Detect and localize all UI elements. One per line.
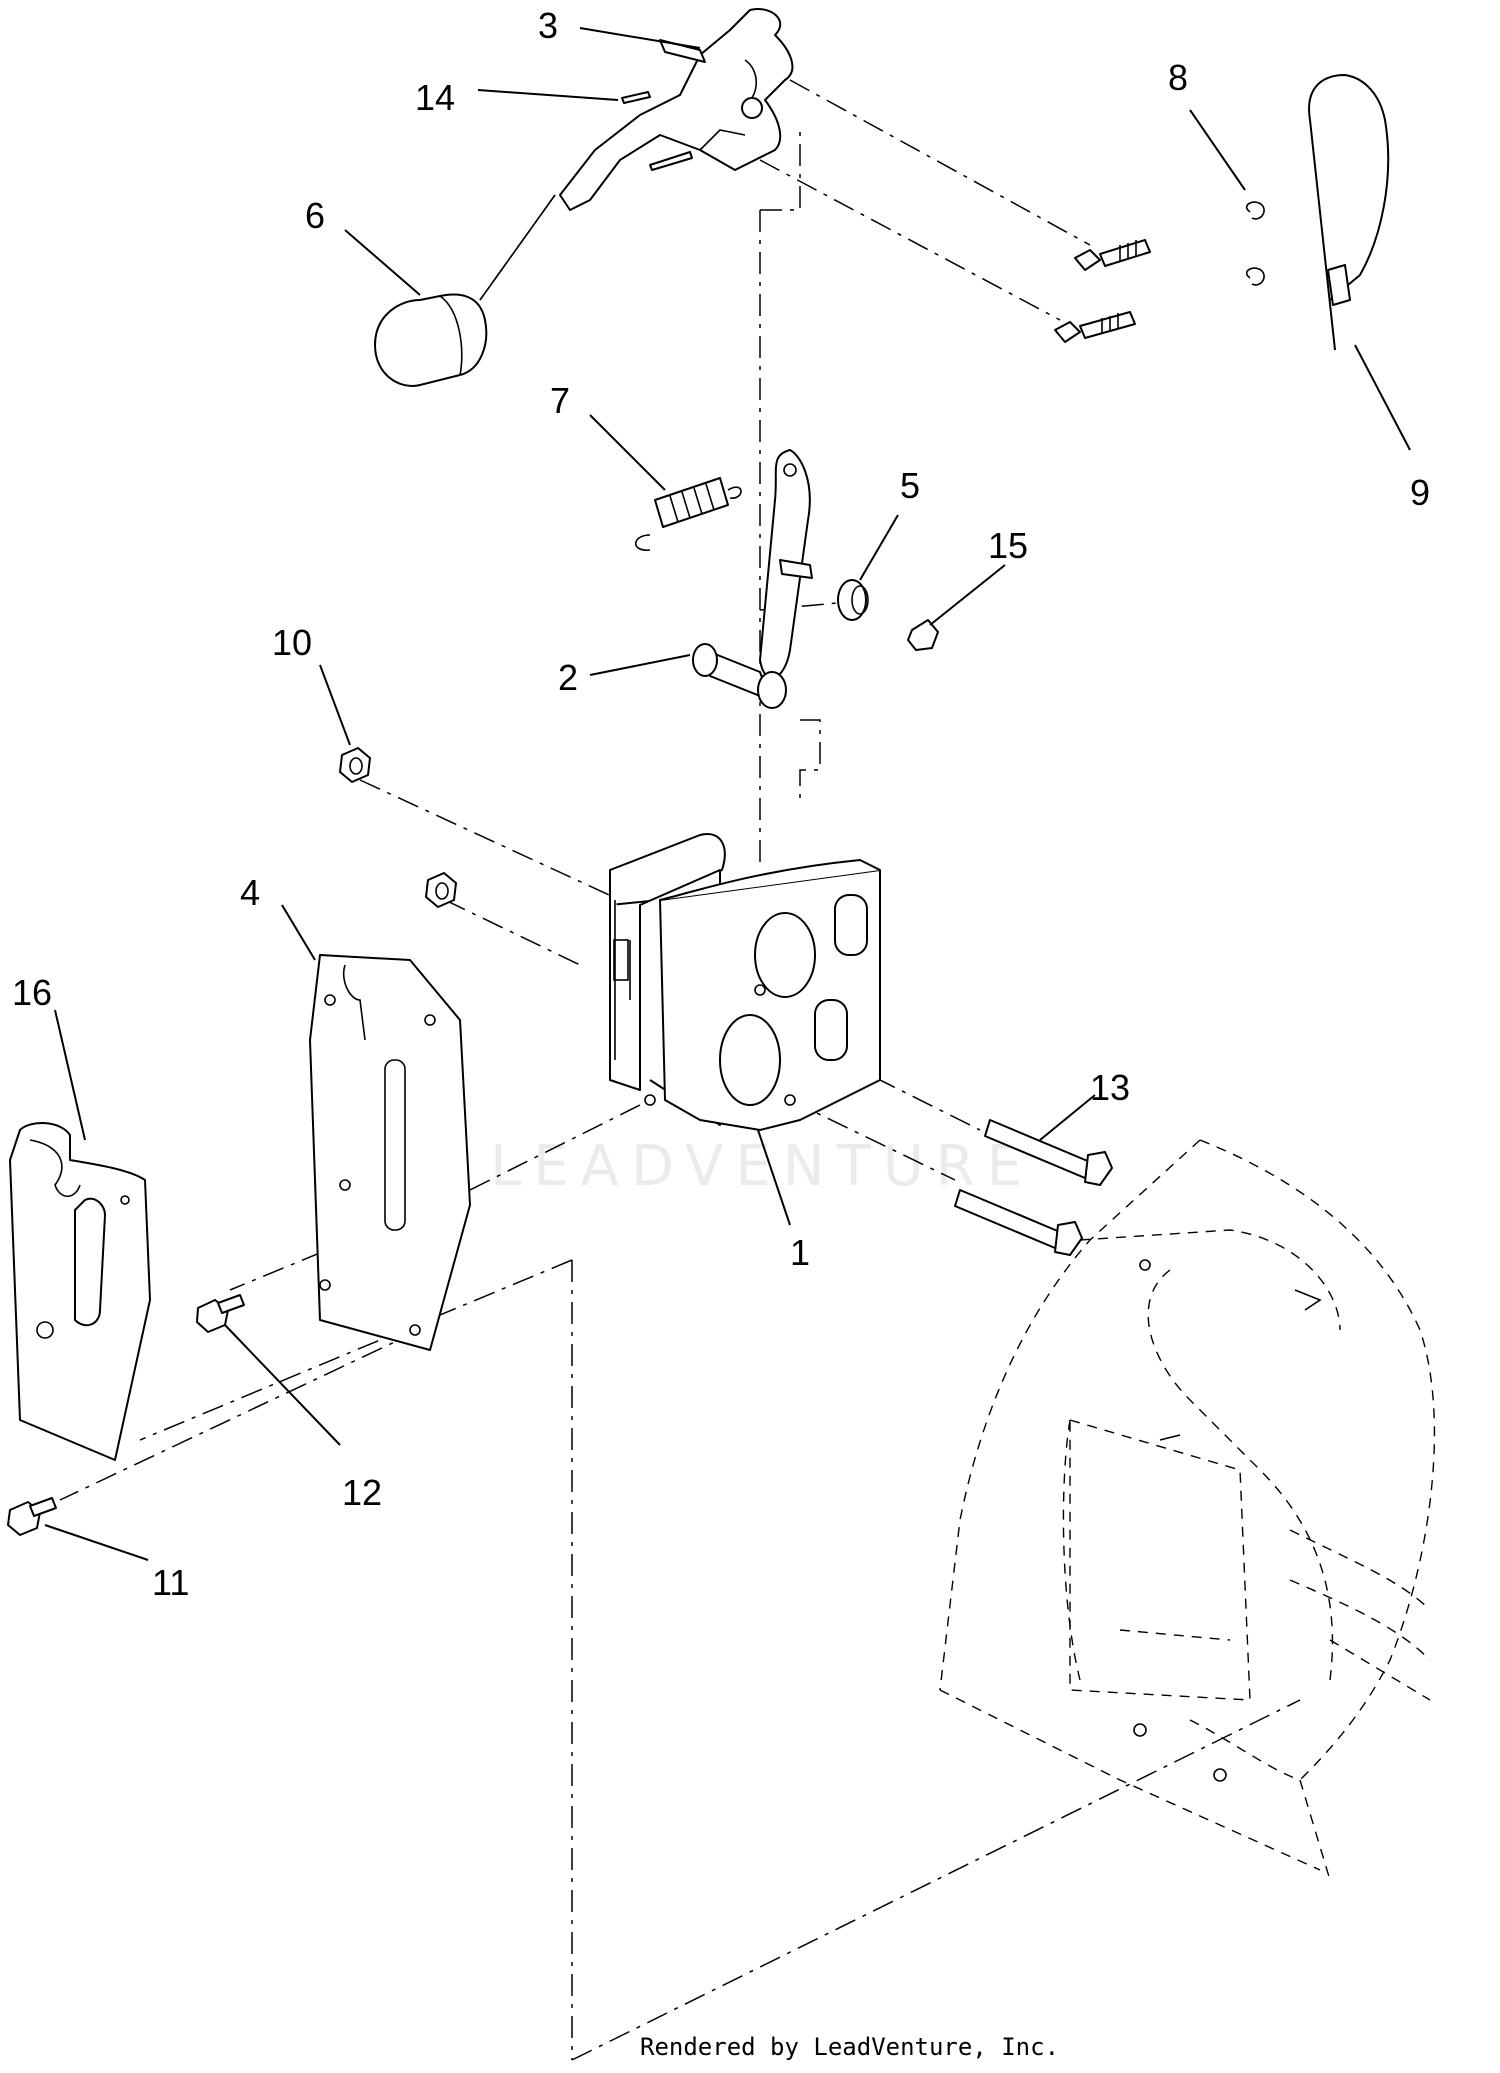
leader-2	[589, 654, 691, 676]
leader-8	[1189, 109, 1246, 191]
callout-2: 2	[558, 657, 578, 698]
part-6-knob	[374, 194, 556, 387]
callout-8: 8	[1168, 57, 1188, 98]
part-13-bolts	[954, 1119, 1113, 1256]
leader-lines	[44, 27, 1411, 1561]
part-2-pivot-arm	[692, 449, 813, 709]
leader-16	[54, 1009, 86, 1141]
callout-3: 3	[538, 5, 558, 46]
leader-14	[477, 89, 619, 101]
leader-12	[224, 1324, 341, 1446]
part-1-bracket	[609, 833, 881, 1131]
callout-16: 16	[12, 972, 52, 1013]
part-3-lever-arm	[559, 8, 794, 211]
part-7-spring	[634, 477, 742, 551]
leader-7	[589, 414, 666, 491]
callout-13: 13	[1090, 1067, 1130, 1108]
leader-1	[757, 1129, 791, 1226]
callout-4: 4	[240, 872, 260, 913]
part-4-plate	[309, 954, 471, 1351]
leader-9	[1354, 344, 1411, 451]
callout-12: 12	[342, 1472, 382, 1513]
callout-5: 5	[900, 465, 920, 506]
callout-11: 11	[152, 1562, 189, 1603]
callout-9: 9	[1410, 472, 1430, 513]
leader-15	[929, 564, 1006, 626]
callout-6: 6	[305, 195, 325, 236]
callout-15: 15	[988, 525, 1028, 566]
part-16-plate	[9, 1122, 151, 1461]
leader-5	[859, 514, 899, 581]
leader-6	[344, 229, 421, 296]
leader-10	[319, 664, 351, 746]
assembly-lines	[59, 79, 1091, 1501]
leader-4	[281, 904, 316, 961]
frame-outline-hidden	[139, 130, 1301, 2061]
callout-labels: 1 2 3 4 5 6 7 8 9 10 11 12 13 14 15 16	[12, 5, 1430, 1603]
part-8-cables	[1054, 201, 1265, 343]
part-15-nut	[907, 619, 939, 651]
callout-1: 1	[790, 1232, 810, 1273]
leader-11	[44, 1524, 149, 1561]
mower-housing-phantom	[939, 1139, 1436, 1881]
callout-14: 14	[415, 77, 455, 118]
part-10-nuts	[339, 747, 457, 908]
part-11-bolt	[7, 1497, 57, 1536]
callout-7: 7	[550, 380, 570, 421]
part-9-hairpin	[1308, 74, 1390, 351]
part-5-washer	[837, 579, 869, 621]
part-12-bolt	[196, 1294, 245, 1333]
watermark-text: LEADVENTURE	[490, 1134, 1034, 1199]
callout-10: 10	[272, 622, 312, 663]
leader-13	[1039, 1094, 1096, 1141]
part-14-pins	[621, 91, 693, 171]
leader-3	[579, 27, 701, 49]
render-credit: Rendered by LeadVenture, Inc.	[640, 2033, 1060, 2061]
